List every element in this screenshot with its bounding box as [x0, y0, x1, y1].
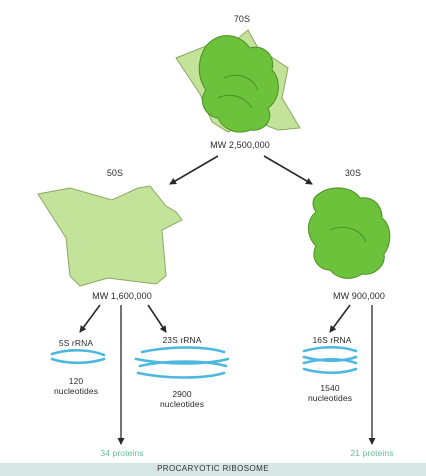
large-subunit-50s-label: 50S — [100, 168, 130, 178]
arrow-70s-to-30s — [264, 156, 312, 184]
large-subunit-protein-count: 34 proteins — [88, 449, 156, 459]
diagram-caption: PROCARYOTIC RIBOSOME — [0, 465, 426, 473]
small-subunit-30s-shape — [309, 188, 390, 278]
rrna-5s-name: 5S rRNA — [46, 339, 106, 349]
rrna-5s-unit: nucleotides — [40, 387, 112, 397]
large-subunit-50s-mw: MW 1,600,000 — [72, 291, 172, 301]
rrna-16s-name: 16S rRNA — [302, 336, 362, 346]
arrow-70s-to-50s — [170, 156, 218, 184]
rna-coil-icon — [52, 350, 104, 362]
ribosome-70s-label: 70S — [227, 14, 257, 24]
rrna-23s-name: 23S rRNA — [152, 336, 212, 346]
ribosome-70s-shape — [176, 30, 300, 132]
rrna-16s-unit: nucleotides — [294, 394, 366, 404]
arrow-30s-to-16s-rrna — [330, 305, 350, 332]
arrow-50s-to-23s-rrna — [148, 305, 166, 332]
ribosome-70s-mw: MW 2,500,000 — [190, 140, 290, 150]
small-subunit-30s-mw: MW 900,000 — [314, 291, 404, 301]
rna-coil-icon — [136, 348, 228, 378]
small-subunit-30s-label: 30S — [338, 168, 368, 178]
rna-coil-icon — [304, 347, 356, 373]
large-subunit-50s-shape — [38, 186, 182, 286]
small-subunit-protein-count: 21 proteins — [336, 449, 408, 459]
rrna-23s-unit: nucleotides — [146, 400, 218, 410]
arrow-50s-to-5s-rrna — [80, 305, 100, 332]
